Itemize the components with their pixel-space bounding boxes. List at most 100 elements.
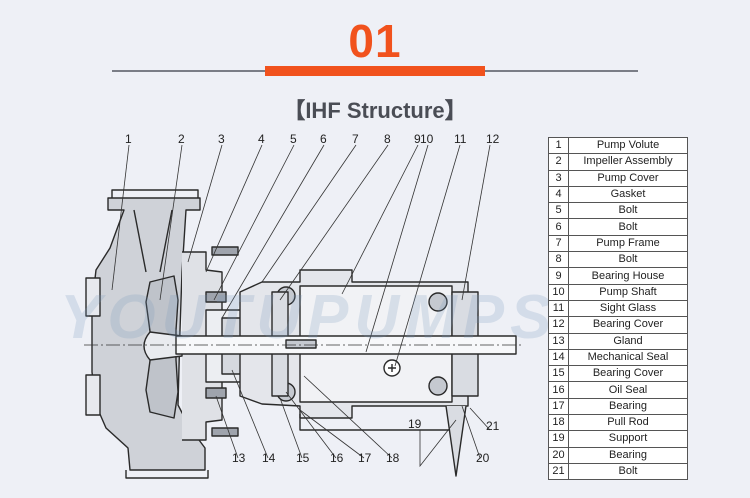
part-name: Bolt: [568, 218, 688, 236]
callout-leaders-bottom: [215, 369, 491, 468]
part-number: 8: [548, 251, 569, 269]
callout-20: 20: [476, 451, 490, 465]
part-name: Bearing House: [568, 267, 688, 285]
cover-bolts: [205, 246, 239, 437]
part-number: 16: [548, 381, 569, 399]
part-number: 13: [548, 332, 569, 350]
callout-10: 10: [420, 132, 434, 146]
part-name: Bearing Cover: [568, 316, 688, 334]
part-name: Pull Rod: [568, 414, 688, 432]
section-number: 01: [348, 15, 402, 67]
callout-2: 2: [178, 132, 185, 146]
callout-12: 12: [486, 132, 500, 146]
part-number: 12: [548, 316, 569, 334]
callout-numbers-top: 1 2 3 4 5 6 7 8 9 10 11 12: [125, 132, 500, 146]
part-name: Bearing Cover: [568, 365, 688, 383]
part-number: 17: [548, 397, 569, 416]
part-name: Pump Cover: [568, 169, 688, 187]
callout-7: 7: [352, 132, 359, 146]
callout-numbers-bottom: 13 14 15 16 17 18 19 20 21: [232, 417, 500, 465]
part-number: 4: [548, 185, 569, 204]
callout-14: 14: [262, 451, 276, 465]
callout-leaders-top: [111, 144, 491, 367]
part-name: Bearing: [568, 446, 688, 464]
callout-3: 3: [218, 132, 225, 146]
part-name: Pump Volute: [568, 136, 688, 155]
part-number: 7: [548, 234, 569, 253]
part-number: 20: [548, 446, 569, 464]
part-name: Bolt: [568, 251, 688, 269]
watermark-text: YOUTUPUMPS: [60, 283, 558, 352]
part-name: Sight Glass: [568, 299, 688, 318]
part-number: 10: [548, 283, 569, 301]
part-name: Pump Shaft: [568, 283, 688, 301]
part-number: 14: [548, 348, 569, 367]
pump-body: [85, 189, 517, 479]
part-number: 3: [548, 169, 569, 187]
diagram-title: 【IHF Structure】: [283, 98, 467, 123]
part-number: 5: [548, 202, 569, 220]
part-name: Support: [568, 430, 688, 448]
part-name: Bolt: [568, 462, 688, 481]
callout-16: 16: [330, 451, 344, 465]
part-number: 21: [548, 462, 569, 481]
impeller-hub: [143, 331, 183, 361]
part-number: 6: [548, 218, 569, 236]
part-number: 2: [548, 153, 569, 171]
part-name: Gasket: [568, 185, 688, 204]
part-number: 15: [548, 365, 569, 383]
part-name: Impeller Assembly: [568, 153, 688, 171]
callout-18: 18: [386, 451, 400, 465]
support: [445, 405, 467, 477]
callout-21: 21: [486, 419, 500, 433]
callout-15: 15: [296, 451, 310, 465]
discharge-flange: [125, 470, 209, 479]
part-number: 11: [548, 299, 569, 318]
part-name: Gland: [568, 332, 688, 350]
left-flange-bottom: [85, 374, 101, 416]
callout-9: 9: [414, 132, 421, 146]
callout-11: 11: [454, 132, 467, 146]
callout-17: 17: [358, 451, 372, 465]
callout-5: 5: [290, 132, 297, 146]
inlet-pipe: [133, 209, 173, 273]
part-number: 19: [548, 430, 569, 448]
part-name: Bolt: [568, 202, 688, 220]
part-number: 9: [548, 267, 569, 285]
part-name: Oil Seal: [568, 381, 688, 399]
left-flange-top: [85, 277, 101, 317]
callout-19: 19: [408, 417, 422, 431]
callout-8: 8: [384, 132, 391, 146]
part-name: Bearing: [568, 397, 688, 416]
callout-6: 6: [320, 132, 327, 146]
callout-4: 4: [258, 132, 265, 146]
part-number: 18: [548, 414, 569, 432]
part-name: Pump Frame: [568, 234, 688, 253]
part-name: Mechanical Seal: [568, 348, 688, 367]
inlet-flange: [111, 189, 199, 198]
callout-13: 13: [232, 451, 246, 465]
callout-1: 1: [125, 132, 132, 146]
